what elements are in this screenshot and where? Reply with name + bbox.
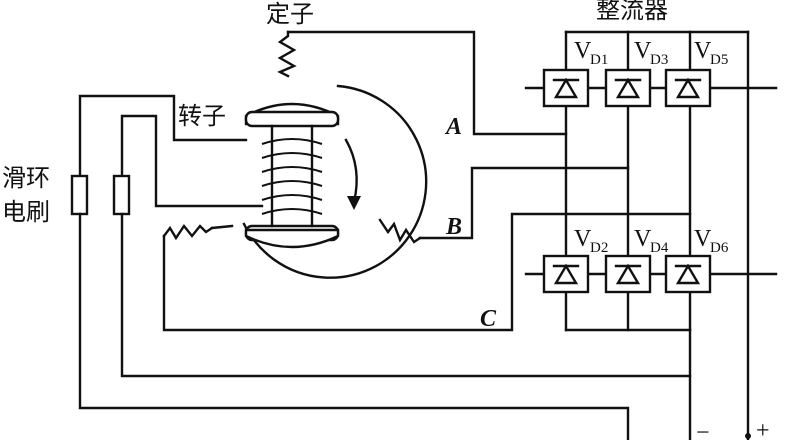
diode-vd3 xyxy=(604,68,652,108)
phase-c-label: C xyxy=(480,306,497,332)
brush-1 xyxy=(70,174,89,216)
diode-subscript: D2 xyxy=(590,240,608,256)
rotation-arrow xyxy=(344,138,358,204)
stator-winding-a xyxy=(277,30,568,136)
stator-label: 定子 xyxy=(266,0,314,28)
phase-a-label: A xyxy=(444,114,462,140)
diode-vd4 xyxy=(604,254,652,294)
rotor-label: 转子 xyxy=(178,102,226,130)
diode-letter: V xyxy=(694,226,712,252)
positive-terminal-label: + xyxy=(756,418,770,440)
slip-ring-label: 滑环 xyxy=(2,164,50,192)
rectifier-label: 整流器 xyxy=(596,0,668,24)
diode-letter: V xyxy=(634,38,652,64)
diode-subscript: D1 xyxy=(590,52,608,68)
field-coil xyxy=(261,138,323,215)
diode-letter: V xyxy=(574,226,592,252)
diode-vd2 xyxy=(542,254,590,294)
diode-subscript: D5 xyxy=(710,52,728,68)
diode-subscript: D6 xyxy=(710,240,729,256)
brush-2-output xyxy=(120,212,692,378)
diode-subscript: D4 xyxy=(650,240,669,256)
diode-label-vd4: V D4 xyxy=(634,226,669,256)
positive-terminal-dot xyxy=(745,433,751,439)
brush-1-output xyxy=(78,212,630,440)
diode-label-vd6: V D6 xyxy=(694,226,729,256)
negative-terminal-label: − xyxy=(696,420,710,440)
stator-winding-b xyxy=(378,166,630,244)
brush-label: 电刷 xyxy=(2,198,50,226)
rotor-lead-1 xyxy=(78,94,248,178)
diode-vd6 xyxy=(664,254,712,294)
rotation-arrowhead xyxy=(347,196,361,210)
diode-label-vd3: V D3 xyxy=(634,38,668,68)
diode-vd1 xyxy=(542,68,590,108)
diode-vd5 xyxy=(664,68,712,108)
phase-b-label: B xyxy=(445,214,462,240)
brush-2 xyxy=(112,174,131,216)
diode-label-vd1: V D1 xyxy=(574,38,608,68)
diode-letter: V xyxy=(634,226,652,252)
diode-label-vd5: V D5 xyxy=(694,38,728,68)
diode-label-vd2: V D2 xyxy=(574,226,608,256)
diode-letter: V xyxy=(574,38,592,64)
diode-letter: V xyxy=(694,38,712,64)
stator-winding-c xyxy=(162,212,692,332)
rotor xyxy=(244,102,361,249)
diode-subscript: D3 xyxy=(650,52,668,68)
rotor-lead-2 xyxy=(120,114,264,208)
